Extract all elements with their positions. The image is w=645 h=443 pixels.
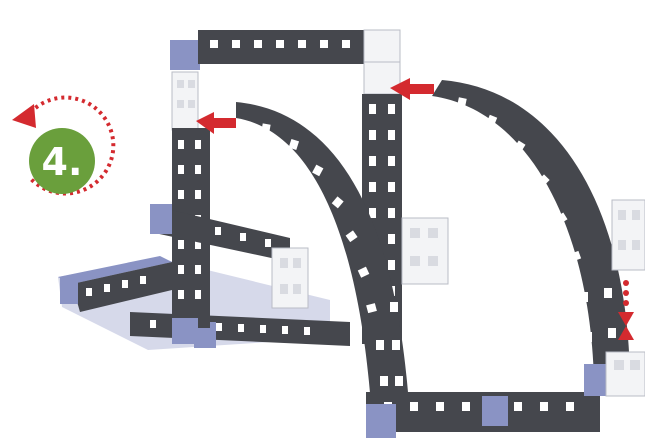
white-connector-right-tower xyxy=(402,218,448,284)
step-number: 4. xyxy=(42,140,83,184)
curved-beam-right xyxy=(432,80,630,380)
white-connector-upper-right xyxy=(612,200,645,270)
white-connector-lower-right xyxy=(606,352,645,396)
step-badge: 4. xyxy=(29,128,95,194)
white-connector-center xyxy=(272,248,308,308)
